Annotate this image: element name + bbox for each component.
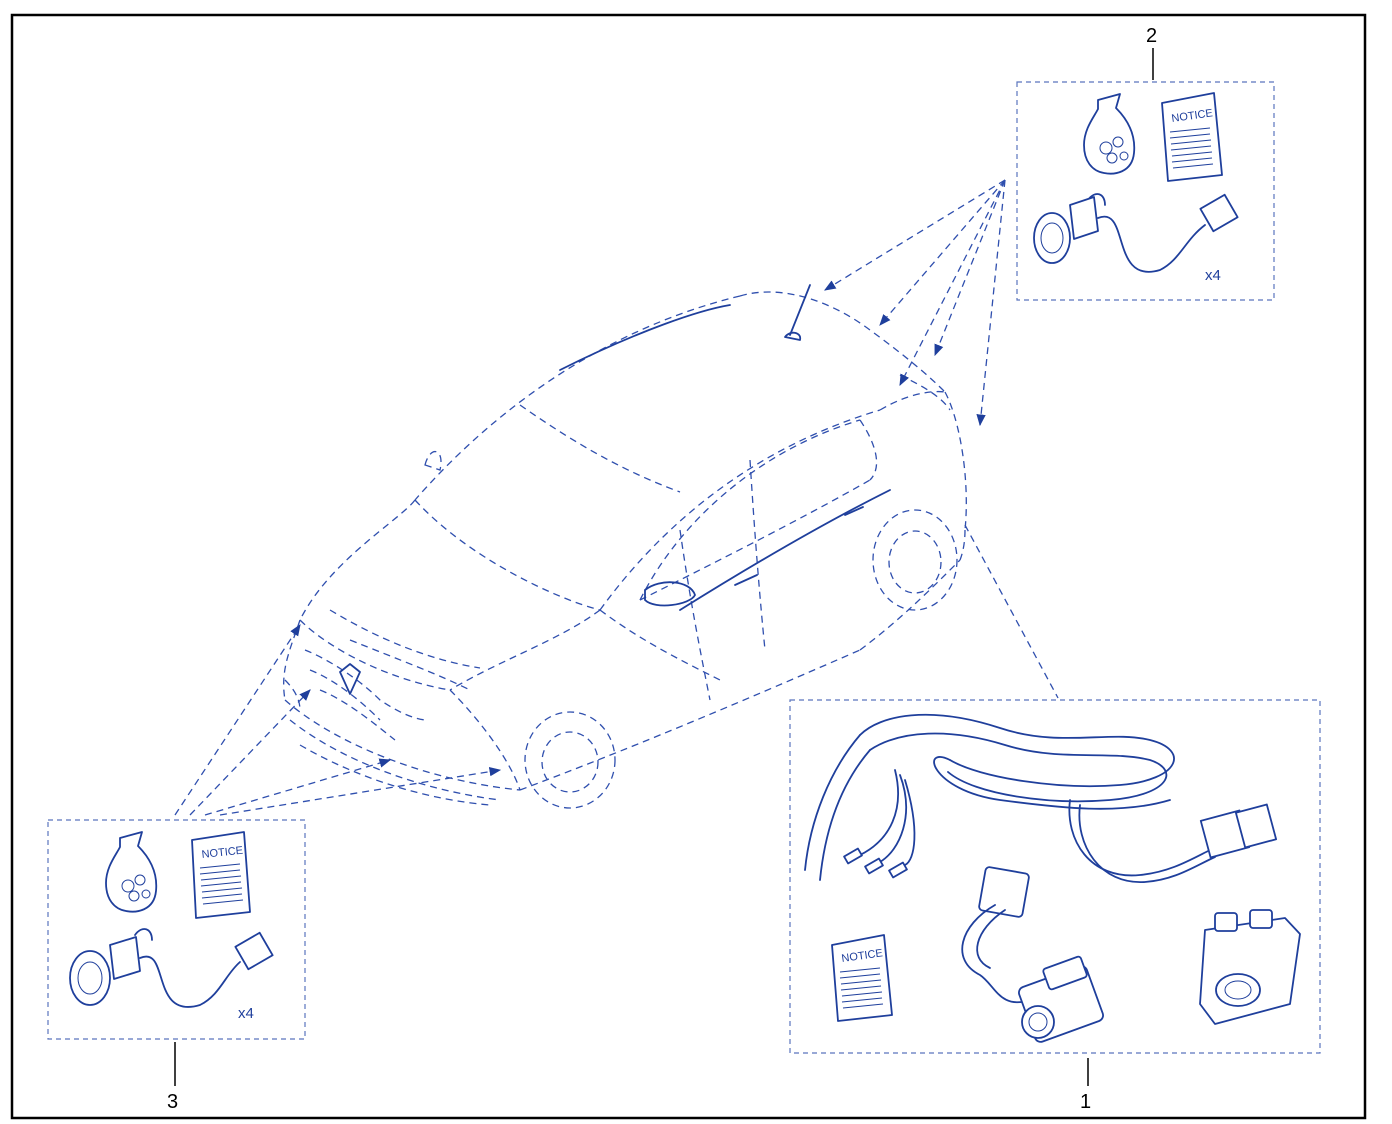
camera-bracket-icon xyxy=(1199,909,1301,1025)
diagram-frame xyxy=(10,13,1367,1120)
notice-booklet-icon: NOTICE xyxy=(191,831,251,919)
wiring-harness-icon xyxy=(804,713,1278,883)
kit-3-box: 3 NOTICE x4 xyxy=(47,819,306,1113)
kit-1-leader xyxy=(964,524,1059,699)
kit-3-quantity: x4 xyxy=(238,1005,254,1022)
kit-2-leaders xyxy=(824,179,1006,427)
kit-1-box: 1 NOTICE xyxy=(789,699,1321,1113)
callout-2: 2 xyxy=(1146,25,1157,47)
kit-3-leaders xyxy=(174,624,502,816)
svg-text:NOTICE: NOTICE xyxy=(201,845,244,861)
screw-bag-icon xyxy=(105,831,158,913)
screw-bag-icon xyxy=(1083,93,1136,175)
svg-text:NOTICE: NOTICE xyxy=(841,947,884,965)
kit-2-box: 2 NOTICE x4 xyxy=(1016,25,1275,301)
callout-3: 3 xyxy=(167,1091,178,1113)
reversing-camera-icon xyxy=(961,866,1104,1043)
car-outline xyxy=(283,284,967,809)
notice-booklet-icon: NOTICE xyxy=(831,934,893,1022)
parking-sensor-icon xyxy=(1033,193,1239,273)
kit-2-quantity: x4 xyxy=(1205,267,1221,284)
svg-text:NOTICE: NOTICE xyxy=(1171,107,1214,125)
parking-sensor-icon xyxy=(69,928,274,1008)
callout-1: 1 xyxy=(1080,1091,1091,1113)
notice-booklet-icon: NOTICE xyxy=(1161,92,1223,182)
